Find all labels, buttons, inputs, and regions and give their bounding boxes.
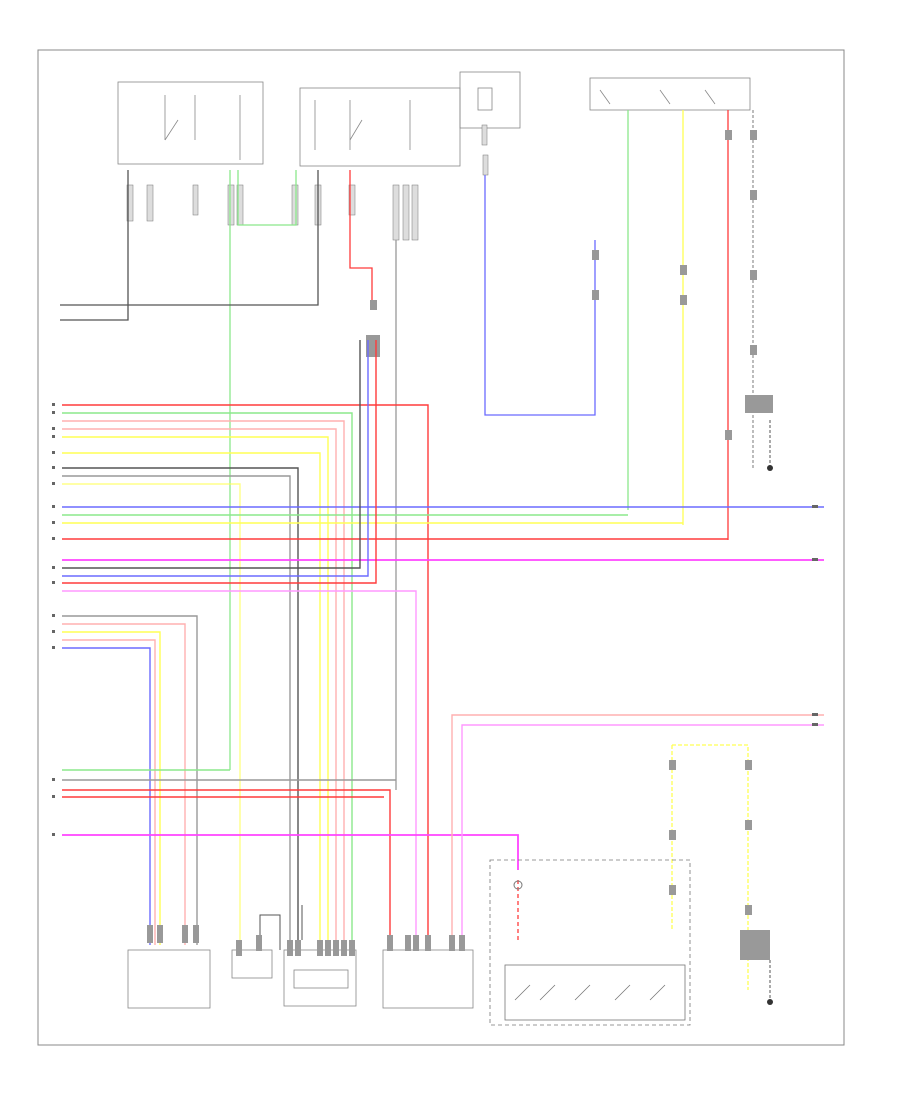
relay-block [299, 87, 461, 167]
shift-lock-control [382, 949, 474, 1009]
lower-right-connectors [513, 760, 770, 960]
bottom-dark-wires [259, 905, 303, 950]
bus-group-2 [62, 340, 824, 940]
stop-light-switch [231, 949, 273, 979]
combination-meter [127, 949, 211, 1009]
bus-group-4 [62, 714, 824, 945]
right-terminals [812, 505, 818, 726]
fuse-block [459, 71, 521, 129]
ground-point-right [767, 420, 773, 471]
park-neutral-switch [283, 949, 357, 1007]
vertical-connectors [366, 130, 773, 440]
bottom-connector-pins [147, 925, 465, 956]
ground-point-left [767, 960, 773, 1005]
lower-right-wires [517, 744, 749, 990]
ecm-module [117, 81, 264, 165]
transmission-switch-assembly [589, 77, 751, 111]
connector-top-row [126, 124, 489, 241]
left-row-markers [52, 403, 55, 836]
bus-group-1 [62, 404, 429, 945]
diagram-frame [37, 49, 845, 1046]
cruise-control-switch [489, 859, 691, 1026]
